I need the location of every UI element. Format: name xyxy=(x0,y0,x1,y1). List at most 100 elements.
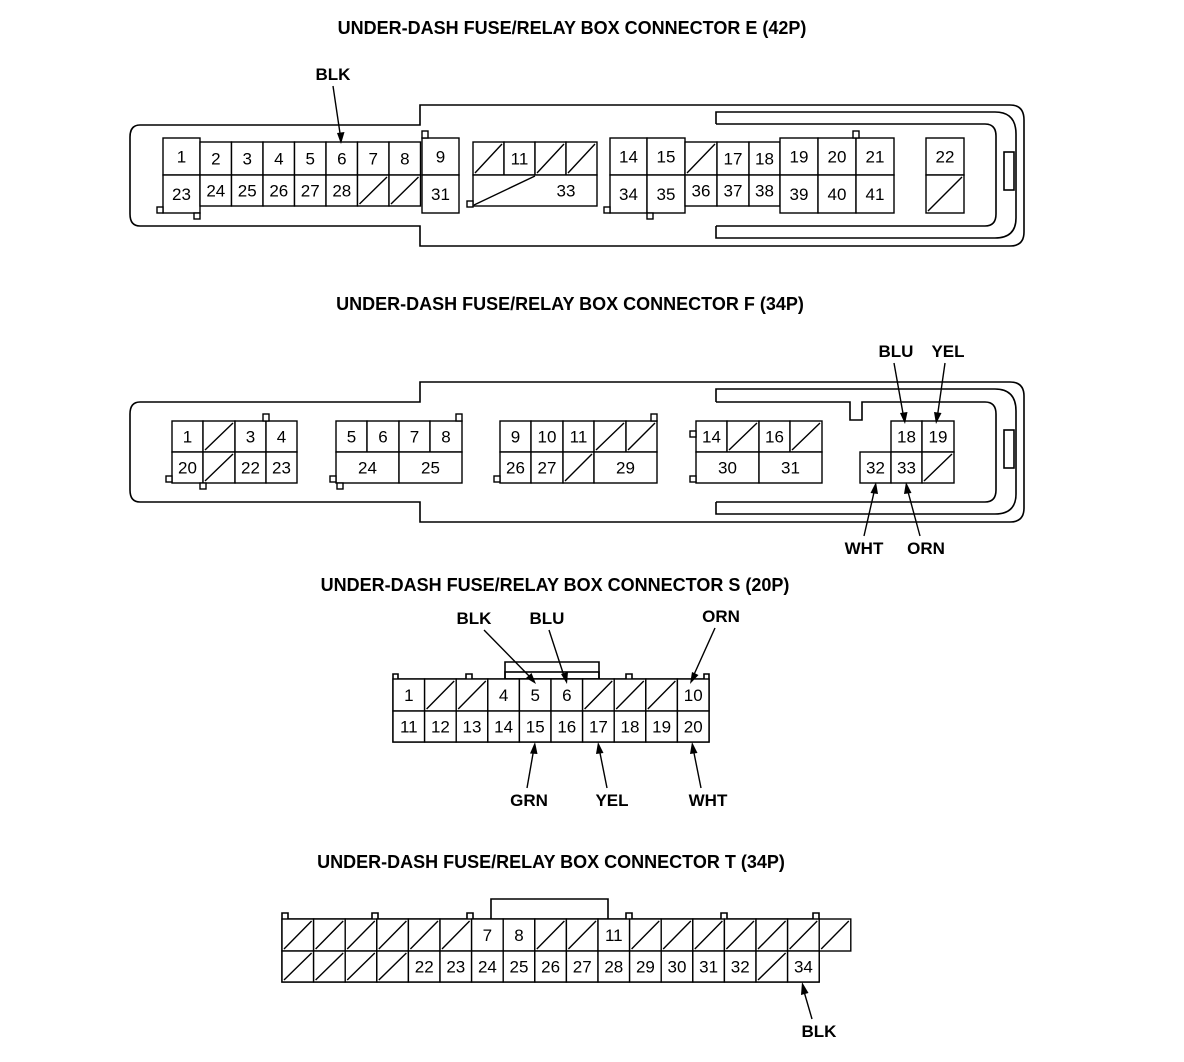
cavity-e-29 xyxy=(359,176,388,205)
pin-f-4 xyxy=(265,420,298,453)
wire-f-orn-label: ORN xyxy=(907,539,945,558)
connector-t-bottom-pin-24-label: 24 xyxy=(478,958,497,977)
pin-e-4 xyxy=(262,141,296,176)
pin-f-27 xyxy=(530,451,564,484)
wire-f-blu: BLU xyxy=(879,342,913,424)
pin-e-36-label: 36 xyxy=(692,182,711,201)
pin-e-1-label: 1 xyxy=(177,148,186,167)
wire-s-orn-label: ORN xyxy=(702,607,740,626)
pin-e-41 xyxy=(855,174,895,214)
connector-t-bottom-pin-25-label: 25 xyxy=(510,958,529,977)
pin-f-29-label: 29 xyxy=(616,459,635,478)
wire-f-yel: YEL xyxy=(931,342,965,424)
wire-f-orn-leader xyxy=(906,487,921,537)
wire-s-grn: GRN xyxy=(510,742,548,810)
connector-t-top-pin-8-label: 8 xyxy=(514,926,523,945)
pin-f-32-label: 32 xyxy=(866,459,885,478)
connector-s: UNDER-DASH FUSE/RELAY BOX CONNECTOR S (2… xyxy=(321,575,790,810)
connector-s-bottom-cell-5 xyxy=(518,710,552,743)
connector-t-top-cavity-9 xyxy=(536,920,565,950)
pin-e-33 xyxy=(472,174,598,207)
connector-t-bottom-cell-13 xyxy=(660,950,694,983)
connector-t-bottom-cell-17 xyxy=(786,950,820,983)
pin-e-31 xyxy=(421,174,460,214)
cavity-e-16 xyxy=(686,143,716,174)
connector-t-bottom-pin-22-label: 22 xyxy=(415,958,434,977)
wire-s-grn-label: GRN xyxy=(510,791,548,810)
pin-e-40-label: 40 xyxy=(828,185,847,204)
pin-e-6-label: 6 xyxy=(337,150,346,169)
pin-e-41-label: 41 xyxy=(866,185,885,204)
connector-t-top-cavity-14 xyxy=(694,920,723,950)
wire-s-wht-leader xyxy=(692,747,702,789)
connector-t-top-cavity-13 xyxy=(662,920,692,950)
connector-t-bottom-cavity-3 xyxy=(346,952,376,981)
pin-e-18 xyxy=(748,141,781,176)
cavity-f-17 xyxy=(791,422,821,451)
pin-e-20-label: 20 xyxy=(828,148,847,167)
connector-t-bottom-cell-14 xyxy=(692,950,726,983)
pin-f-3-label: 3 xyxy=(246,428,255,447)
wire-s-grn-leader xyxy=(526,747,535,789)
connector-t-title: UNDER-DASH FUSE/RELAY BOX CONNECTOR T (3… xyxy=(317,852,785,872)
pin-e-28-label: 28 xyxy=(332,182,351,201)
pin-e-35 xyxy=(646,174,686,214)
connector-s-top-pin-5-label: 5 xyxy=(530,686,539,705)
pin-f-8-label: 8 xyxy=(441,428,450,447)
connector-f-housing xyxy=(129,381,1025,523)
wire-s-blk-label: BLK xyxy=(457,609,493,628)
wire-e-blk-arrow xyxy=(337,132,345,144)
connector-t-top-cavity-16 xyxy=(757,920,787,950)
wire-s-blk-leader xyxy=(483,629,533,680)
pin-f-25 xyxy=(398,451,463,484)
pin-e-9-label: 9 xyxy=(436,148,445,167)
connector-t-top-cell-7 xyxy=(470,918,504,952)
wire-s-yel-label: YEL xyxy=(595,791,628,810)
wire-f-yel-leader xyxy=(936,362,946,420)
connector-s-lock xyxy=(504,661,600,679)
pin-f-11-label: 11 xyxy=(570,428,588,447)
pin-e-37 xyxy=(716,174,750,207)
pin-e-26-label: 26 xyxy=(269,182,288,201)
wire-s-blu-arrow xyxy=(561,672,568,684)
pin-e-39-label: 39 xyxy=(790,185,809,204)
pin-e-23 xyxy=(162,174,201,214)
pin-e-2-label: 2 xyxy=(211,150,220,169)
pin-f-23 xyxy=(265,451,298,484)
connector-s-top-cavity-8 xyxy=(615,680,645,710)
pin-e-38 xyxy=(748,174,781,207)
connector-s-bottom-pin-18-label: 18 xyxy=(621,718,640,737)
pin-e-11 xyxy=(503,141,536,176)
connector-t-bottom-pin-30-label: 30 xyxy=(668,958,687,977)
pin-f-3 xyxy=(234,420,267,453)
connector-s-bottom-pin-12-label: 12 xyxy=(431,718,450,737)
pin-f-16-label: 16 xyxy=(765,428,784,447)
connector-t-top-cavity-5 xyxy=(409,920,439,950)
pin-f-26-label: 26 xyxy=(506,459,525,478)
wire-f-blu-arrow xyxy=(900,412,908,424)
pin-f-6-label: 6 xyxy=(378,428,387,447)
pin-e-8-label: 8 xyxy=(400,150,409,169)
pin-e-37-label: 37 xyxy=(724,182,743,201)
wire-e-blk: BLK xyxy=(316,65,351,144)
pin-e-19 xyxy=(779,137,819,176)
pin-e-39 xyxy=(779,174,819,214)
wire-f-orn: ORN xyxy=(904,482,945,558)
pin-e-34 xyxy=(609,174,648,214)
pin-f-29 xyxy=(593,451,658,484)
pin-f-32 xyxy=(859,451,892,484)
pin-f-24 xyxy=(335,451,400,484)
pin-f-33-label: 33 xyxy=(897,459,916,478)
wire-s-orn-leader xyxy=(691,627,716,680)
wire-t-blk-label: BLK xyxy=(802,1022,838,1041)
pin-f-19 xyxy=(921,420,955,453)
connector-s-top-pin-6-label: 6 xyxy=(562,686,571,705)
cavity-f-28 xyxy=(564,453,593,482)
pin-f-14-label: 14 xyxy=(702,428,721,447)
connector-s-bottom-pin-20-label: 20 xyxy=(684,718,703,737)
pin-e-25 xyxy=(230,174,264,207)
wire-e-blk-leader xyxy=(332,85,342,141)
connector-s-bottom-pin-17-label: 17 xyxy=(589,718,608,737)
pin-f-10 xyxy=(530,420,564,453)
